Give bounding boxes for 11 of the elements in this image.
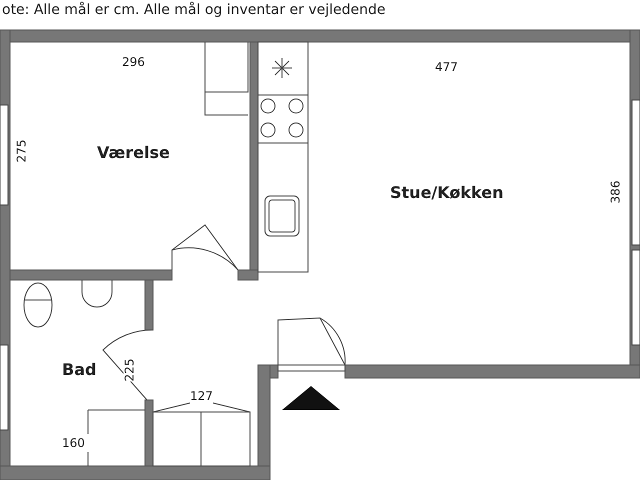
dimension-label: 225 [123,358,136,382]
room-label: Stue/Køkken [390,185,504,201]
note-text: ote: Alle mål er cm. Alle mål og inventar er vejledende [2,3,386,17]
dimension-label: 386 [609,180,622,204]
dimension-label: 160 [62,437,85,449]
room-label: Værelse [97,145,170,161]
dimension-label: 296 [122,56,145,68]
dimension-label: 477 [435,61,458,73]
dimension-label: 275 [15,140,28,162]
room-label: Bad [62,362,96,378]
dimension-label: 127 [190,390,213,402]
